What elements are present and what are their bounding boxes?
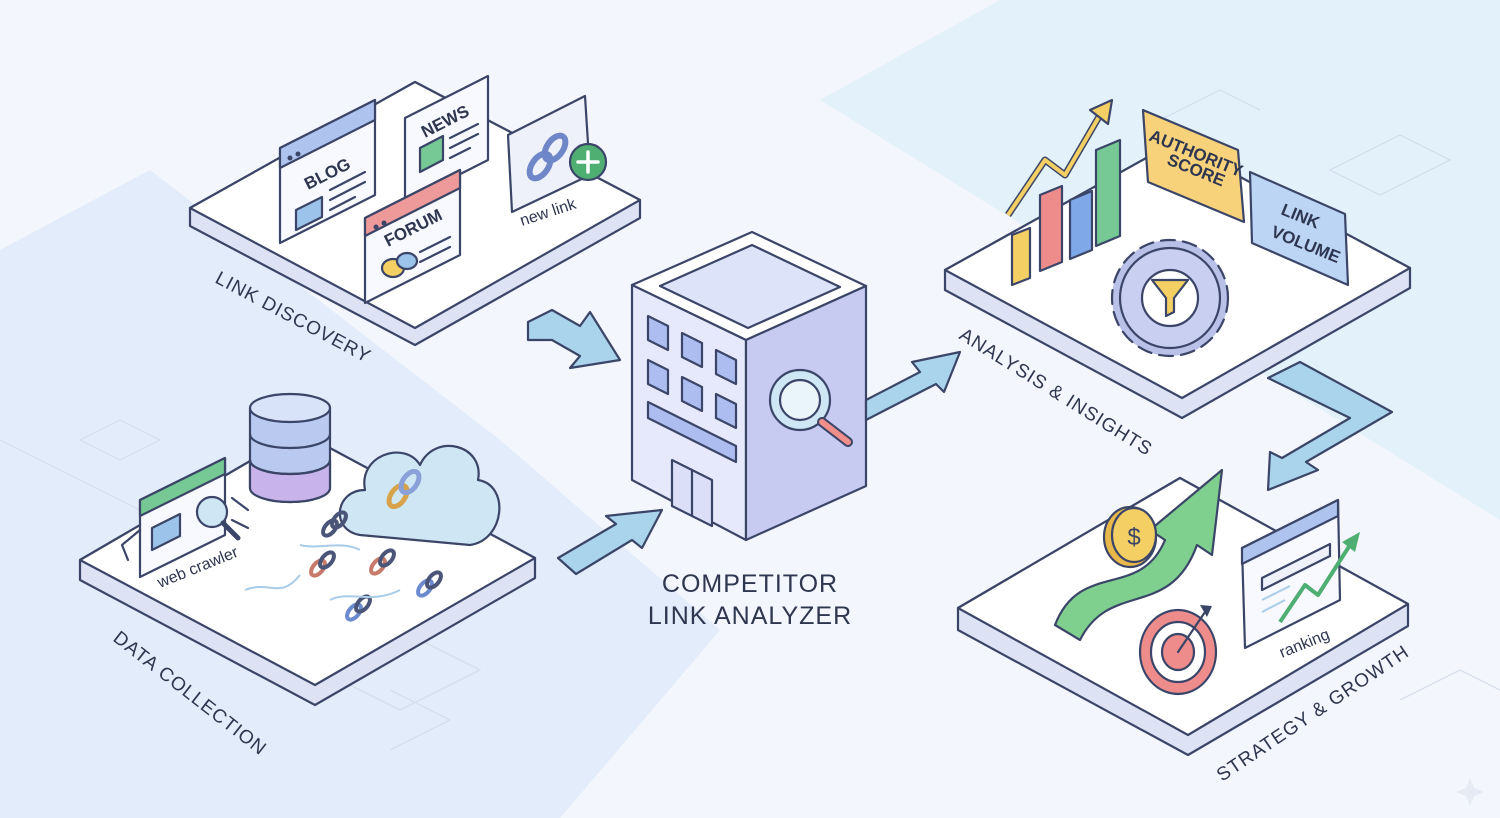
database-icon <box>248 392 332 504</box>
analyzer-building-icon <box>630 230 868 542</box>
authority-score-card: AUTHORITY SCORE <box>1141 108 1246 224</box>
gear-funnel-icon <box>1110 238 1230 358</box>
arrow-collection-to-analyzer <box>556 508 664 576</box>
blog-window-icon: BLOG <box>278 98 377 245</box>
scattered-links <box>244 510 443 622</box>
analyzer-title-line2: LINK ANALYZER <box>648 602 852 630</box>
magnifier-icon <box>768 368 853 447</box>
analyzer-title-line1: COMPETITOR <box>662 570 838 598</box>
growth-arrow-icon <box>1053 468 1224 642</box>
bar-chart-icon <box>1005 98 1122 287</box>
target-icon <box>1138 605 1218 696</box>
cloud-link-icon <box>338 444 501 547</box>
arrow-analysis-to-strategy <box>1266 360 1394 492</box>
sparkle-icon <box>1456 778 1484 806</box>
ranking-chart-icon: ranking <box>1240 498 1360 662</box>
coin-icon: $ <box>1102 505 1158 569</box>
arrow-analyzer-to-analysis <box>864 350 962 422</box>
svg-text:$: $ <box>1127 524 1140 551</box>
news-window-icon: NEWS <box>403 74 490 204</box>
arrow-discovery-to-analyzer <box>526 308 622 370</box>
forum-window-icon: FORUM <box>363 168 462 305</box>
